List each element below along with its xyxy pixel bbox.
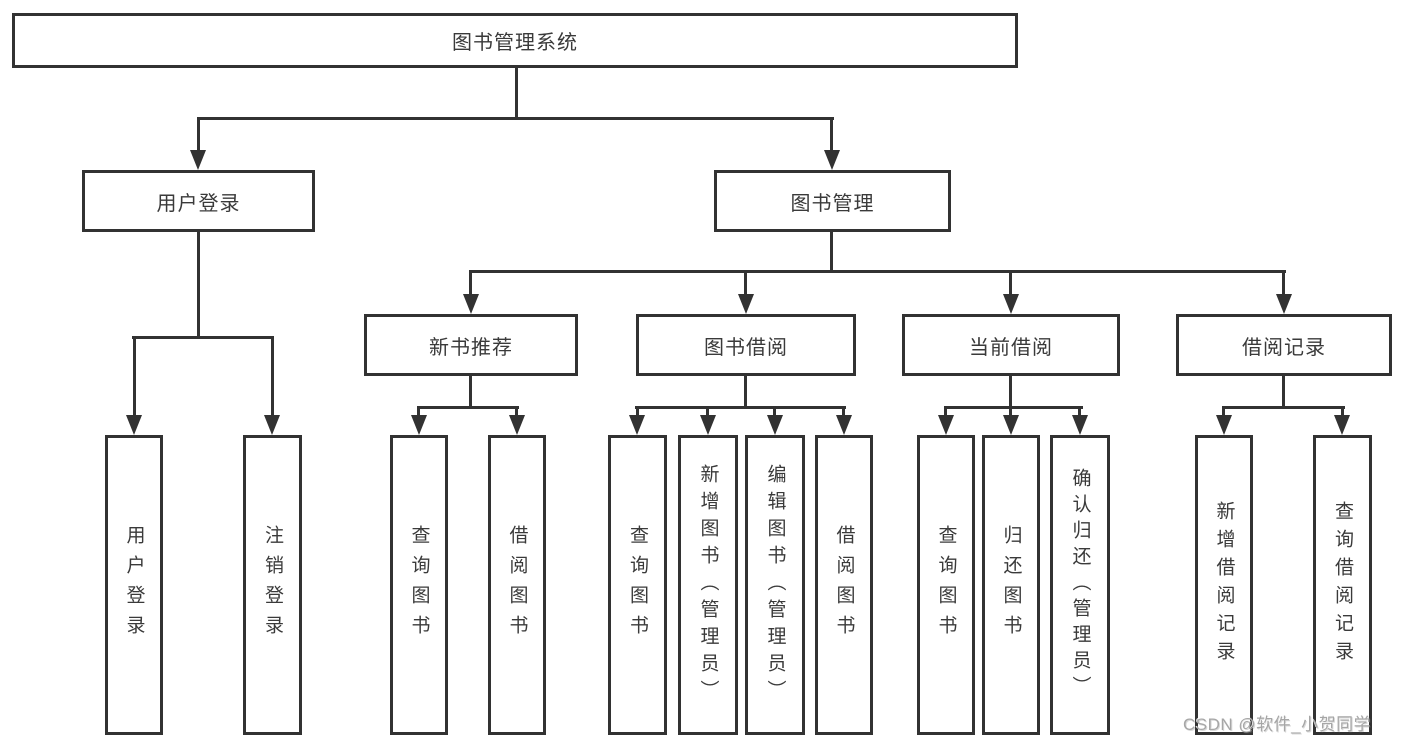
arrowhead bbox=[1276, 294, 1292, 314]
node-nb-query-label: 查询图书 bbox=[408, 525, 430, 645]
connector-to-nb-query bbox=[417, 406, 420, 418]
node-cb-query-label: 查询图书 bbox=[935, 525, 957, 645]
node-book-borrow: 图书借阅 bbox=[636, 314, 856, 376]
watermark: CSDN @软件_小贺同学 bbox=[1183, 715, 1372, 734]
arrowhead bbox=[836, 415, 852, 435]
connector-to-cb-confirm bbox=[1078, 406, 1081, 418]
node-root: 图书管理系统 bbox=[12, 13, 1018, 68]
arrowhead bbox=[700, 415, 716, 435]
node-cb-confirm: 确认归还（管理员） bbox=[1050, 435, 1110, 735]
connector-to-current-borrow bbox=[1009, 270, 1012, 298]
connector-to-ul-logout bbox=[271, 336, 274, 418]
node-user-login: 用户登录 bbox=[82, 170, 315, 232]
node-ul-logout-label: 注销登录 bbox=[262, 525, 283, 645]
arrowhead bbox=[264, 415, 280, 435]
connector-book-borrow-bus bbox=[635, 406, 846, 409]
node-bb-query-label: 查询图书 bbox=[627, 525, 648, 645]
node-nb-borrow-label: 借阅图书 bbox=[506, 525, 528, 645]
connector-new-book-rec-bus bbox=[417, 406, 519, 409]
arrowhead bbox=[463, 294, 479, 314]
connector-level3-bus bbox=[469, 270, 1286, 273]
connector-book-borrow-drop bbox=[744, 376, 747, 408]
node-bb-edit: 编辑图书（管理员） bbox=[745, 435, 805, 735]
arrowhead bbox=[509, 415, 525, 435]
connector-to-borrow-records bbox=[1282, 270, 1285, 298]
node-cb-confirm-label: 确认归还（管理员） bbox=[1069, 468, 1091, 702]
connector-current-borrow-drop bbox=[1009, 376, 1012, 408]
node-borrow-records-label: 借阅记录 bbox=[1242, 336, 1326, 359]
node-ul-logout: 注销登录 bbox=[243, 435, 302, 735]
node-current-borrow: 当前借阅 bbox=[902, 314, 1120, 376]
connector-current-borrow-bus bbox=[944, 406, 1083, 409]
node-br-add: 新增借阅记录 bbox=[1195, 435, 1253, 735]
node-user-login-label: 用户登录 bbox=[156, 192, 241, 215]
node-bb-query: 查询图书 bbox=[608, 435, 667, 735]
node-root-label: 图书管理系统 bbox=[452, 32, 578, 54]
node-bb-edit-label: 编辑图书（管理员） bbox=[764, 463, 786, 707]
arrowhead bbox=[738, 294, 754, 314]
connector-to-ul-login bbox=[133, 336, 136, 418]
connector-to-book-mgmt bbox=[830, 117, 833, 153]
node-book-mgmt: 图书管理 bbox=[714, 170, 951, 232]
connector-root-drop bbox=[515, 68, 518, 119]
connector-borrow-records-drop bbox=[1282, 376, 1285, 408]
connector-to-book-borrow bbox=[744, 270, 747, 298]
node-new-book-rec: 新书推荐 bbox=[364, 314, 578, 376]
connector-to-cb-return bbox=[1009, 406, 1012, 418]
connector-user-login-bus bbox=[132, 336, 274, 339]
arrowhead bbox=[1216, 415, 1232, 435]
node-cb-return: 归还图书 bbox=[982, 435, 1040, 735]
connector-to-br-query bbox=[1341, 406, 1344, 418]
node-nb-query: 查询图书 bbox=[390, 435, 448, 735]
node-current-borrow-label: 当前借阅 bbox=[969, 336, 1053, 359]
arrowhead bbox=[629, 415, 645, 435]
connector-to-bb-add bbox=[706, 406, 709, 418]
node-book-mgmt-label: 图书管理 bbox=[790, 192, 875, 215]
arrowhead bbox=[1003, 294, 1019, 314]
connector-to-cb-query bbox=[944, 406, 947, 418]
node-bb-add: 新增图书（管理员） bbox=[678, 435, 738, 735]
connector-book-mgmt-drop bbox=[830, 232, 833, 272]
node-bb-add-label: 新增图书（管理员） bbox=[697, 463, 719, 707]
node-new-book-rec-label: 新书推荐 bbox=[429, 336, 513, 359]
node-bb-borrow-label: 借阅图书 bbox=[833, 525, 855, 645]
node-cb-return-label: 归还图书 bbox=[1000, 525, 1022, 645]
arrowhead bbox=[1334, 415, 1350, 435]
arrowhead bbox=[767, 415, 783, 435]
connector-to-bb-query bbox=[636, 406, 639, 418]
connector-to-bb-borrow bbox=[842, 406, 845, 418]
node-br-query-label: 查询借阅记录 bbox=[1332, 501, 1353, 669]
node-ul-login-label: 用户登录 bbox=[123, 525, 145, 645]
arrowhead bbox=[126, 415, 142, 435]
node-bb-borrow: 借阅图书 bbox=[815, 435, 873, 735]
connector-to-bb-edit bbox=[773, 406, 776, 418]
connector-borrow-records-bus bbox=[1222, 406, 1345, 409]
connector-to-br-add bbox=[1222, 406, 1225, 418]
node-ul-login: 用户登录 bbox=[105, 435, 163, 735]
connector-new-book-rec-drop bbox=[469, 376, 472, 408]
arrowhead bbox=[824, 150, 840, 170]
arrowhead bbox=[411, 415, 427, 435]
arrowhead bbox=[190, 150, 206, 170]
node-br-query: 查询借阅记录 bbox=[1313, 435, 1372, 735]
arrowhead bbox=[1003, 415, 1019, 435]
connector-user-login-drop bbox=[197, 232, 200, 338]
node-book-borrow-label: 图书借阅 bbox=[704, 336, 788, 359]
arrowhead bbox=[938, 415, 954, 435]
node-br-add-label: 新增借阅记录 bbox=[1213, 501, 1235, 669]
connector-to-nb-borrow bbox=[515, 406, 518, 418]
connector-to-user-login bbox=[197, 117, 200, 153]
connector-level2-bus bbox=[197, 117, 834, 120]
node-borrow-records: 借阅记录 bbox=[1176, 314, 1392, 376]
connector-to-new-book-rec bbox=[469, 270, 472, 298]
node-nb-borrow: 借阅图书 bbox=[488, 435, 546, 735]
arrowhead bbox=[1072, 415, 1088, 435]
node-cb-query: 查询图书 bbox=[917, 435, 975, 735]
